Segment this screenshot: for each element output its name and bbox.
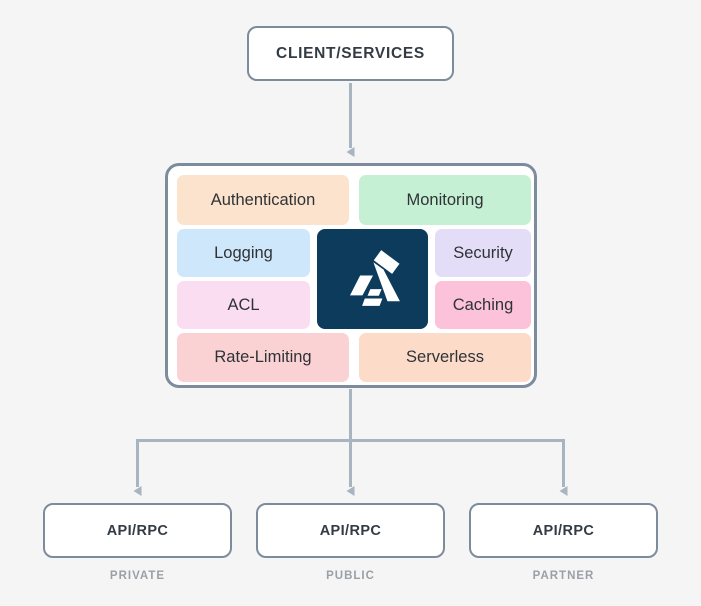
- endpoint-node-public[interactable]: API/RPC: [256, 503, 445, 558]
- endpoint-caption-public: PUBLIC: [326, 570, 375, 582]
- feature-tile-serverless[interactable]: Serverless: [359, 333, 531, 382]
- feature-tile-logging[interactable]: Logging: [177, 229, 310, 277]
- feature-tile-label: Logging: [214, 243, 273, 262]
- client-services-node[interactable]: CLIENT/SERVICES: [247, 26, 454, 81]
- arrow-gateway-to-endpoints: [133, 389, 568, 496]
- feature-tile-monitoring[interactable]: Monitoring: [359, 175, 531, 225]
- endpoint-label: API/RPC: [319, 522, 382, 539]
- feature-tile-label: Authentication: [210, 190, 316, 209]
- feature-tile-label: Caching: [452, 295, 514, 314]
- endpoint-label: API/RPC: [106, 522, 169, 539]
- endpoint-caption-private: PRIVATE: [109, 570, 166, 582]
- feature-tile-rate-limiting[interactable]: Rate-Limiting: [177, 333, 349, 382]
- feature-tile-label: ACL: [227, 295, 260, 314]
- client-services-label: CLIENT/SERVICES: [276, 44, 425, 62]
- endpoint-node-partner[interactable]: API/RPC: [469, 503, 658, 558]
- endpoint-label: API/RPC: [532, 522, 595, 539]
- gavel-logo-icon: [317, 229, 428, 329]
- feature-tile-label: Rate-Limiting: [214, 348, 312, 366]
- api-gateway-container: Authentication Monitoring Logging Securi…: [165, 163, 537, 388]
- feature-tile-label: Serverless: [406, 348, 484, 366]
- endpoint-caption-partner: PARTNER: [532, 570, 595, 582]
- feature-tile-acl[interactable]: ACL: [177, 281, 310, 329]
- endpoint-node-private[interactable]: API/RPC: [43, 503, 232, 558]
- gateway-feature-grid: Authentication Monitoring Logging Securi…: [177, 175, 531, 382]
- feature-tile-label: Monitoring: [406, 190, 484, 209]
- feature-tile-label: Security: [453, 243, 513, 262]
- feature-tile-caching[interactable]: Caching: [435, 281, 531, 329]
- feature-tile-security[interactable]: Security: [435, 229, 531, 277]
- feature-tile-authentication[interactable]: Authentication: [177, 175, 349, 225]
